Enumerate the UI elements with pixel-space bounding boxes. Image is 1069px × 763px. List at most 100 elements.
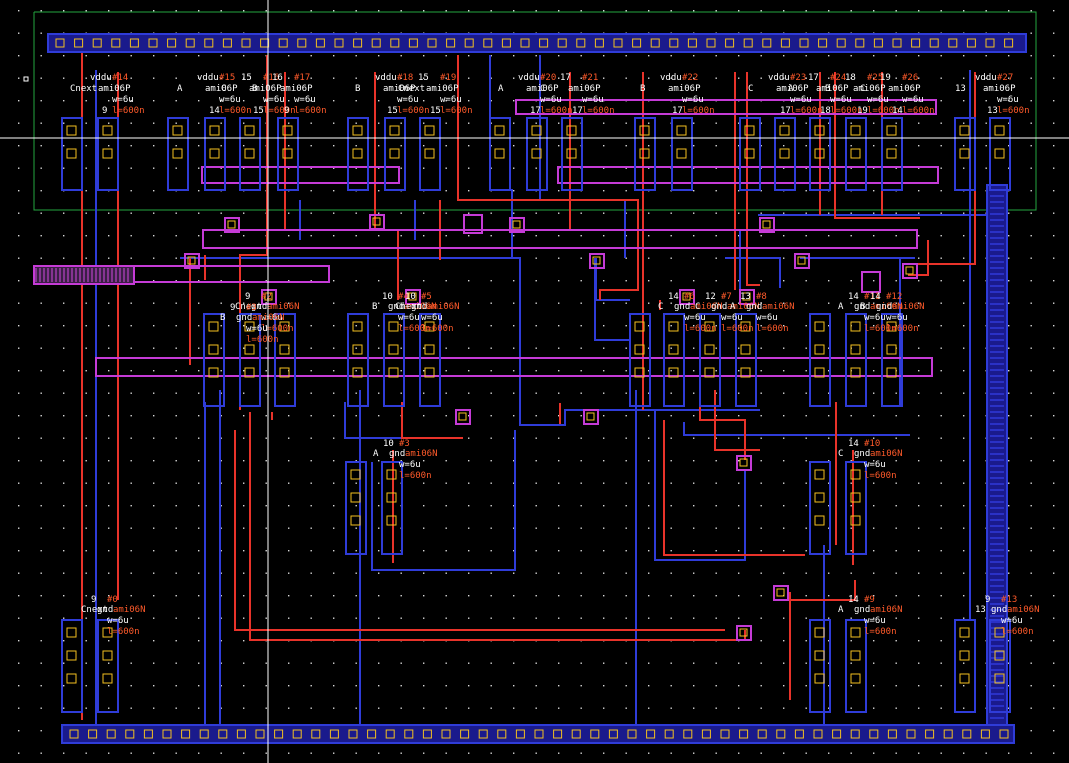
device-length-label: l=600n (440, 106, 473, 116)
grid-dot (468, 685, 470, 687)
via (261, 289, 277, 305)
grid-dot (670, 505, 672, 507)
device-id-label: #21 (582, 73, 598, 83)
diffusion-contact (352, 367, 363, 378)
grid-dot (535, 505, 537, 507)
grid-dot (985, 10, 987, 12)
device-net-label: 16 (272, 73, 283, 83)
grid-dot (378, 482, 380, 484)
grid-dot (873, 640, 875, 642)
grid-dot (918, 77, 920, 79)
grid-dot (940, 595, 942, 597)
device-net-label: 10 (383, 439, 394, 449)
grid-dot (1008, 370, 1010, 372)
grid-dot (63, 122, 65, 124)
device-model-label: ami06P (668, 84, 701, 94)
rail-contact (353, 38, 363, 48)
grid-dot (243, 415, 245, 417)
device-id-label: #6 (684, 292, 695, 302)
grid-dot (603, 595, 605, 597)
grid-dot (693, 77, 695, 79)
grid-dot (738, 302, 740, 304)
grid-dot (265, 707, 267, 709)
grid-dot (670, 752, 672, 754)
diffusion-contact (66, 125, 77, 136)
rail-contact (148, 38, 158, 48)
grid-dot (828, 347, 830, 349)
device-gate-label: C (540, 84, 545, 94)
grid-dot (873, 482, 875, 484)
grid-dot (63, 685, 65, 687)
pmos-active (239, 117, 261, 191)
grid-dot (490, 460, 492, 462)
grid-dot (670, 55, 672, 57)
grid-dot (760, 662, 762, 664)
grid-dot (490, 392, 492, 394)
grid-dot (895, 685, 897, 687)
grid-dot (715, 257, 717, 259)
nmos-active (419, 313, 441, 407)
poly-wire (775, 580, 856, 601)
grid-dot (558, 527, 560, 529)
diffusion-contact (389, 125, 400, 136)
device-source-label: gnd (251, 302, 267, 312)
grid-dot (310, 752, 312, 754)
grid-dot (108, 527, 110, 529)
grid-dot (1053, 550, 1055, 552)
grid-dot (805, 77, 807, 79)
grid-dot (648, 280, 650, 282)
grid-dot (333, 145, 335, 147)
diffusion-contact (814, 627, 825, 638)
device-drain-label: 19 (857, 106, 868, 116)
grid-dot (715, 77, 717, 79)
grid-dot (85, 347, 87, 349)
grid-dot (1008, 752, 1010, 754)
grid-dot (783, 122, 785, 124)
rail-contact (948, 38, 958, 48)
grid-dot (355, 707, 357, 709)
nmos-active (845, 313, 867, 407)
grid-dot (198, 347, 200, 349)
grid-dot (873, 752, 875, 754)
grid-dot (940, 347, 942, 349)
grid-dot (175, 77, 177, 79)
diffusion-contact (744, 125, 755, 136)
grid-dot (265, 370, 267, 372)
grid-dot (513, 595, 515, 597)
grid-dot (670, 235, 672, 237)
device-gate-label: C (748, 84, 753, 94)
grid-dot (310, 77, 312, 79)
diffusion-contact (634, 321, 645, 332)
grid-dot (288, 707, 290, 709)
grid-dot (1030, 437, 1032, 439)
rail-contact (334, 38, 344, 48)
grid-dot (783, 167, 785, 169)
grid-dot (783, 685, 785, 687)
grid-dot (355, 10, 357, 12)
grid-dot (603, 55, 605, 57)
grid-dot (535, 145, 537, 147)
grid-dot (355, 77, 357, 79)
diffusion-contact (886, 148, 897, 159)
grid-dot (18, 662, 20, 664)
device-gate-label: C (695, 302, 700, 312)
grid-dot (333, 235, 335, 237)
rail-contact (218, 729, 228, 739)
grid-dot (198, 595, 200, 597)
grid-dot (715, 460, 717, 462)
grid-dot (1030, 32, 1032, 34)
grid-dot (1008, 77, 1010, 79)
diffusion-contact (886, 344, 897, 355)
grid-dot (243, 212, 245, 214)
grid-dot (490, 617, 492, 619)
grid-dot (490, 122, 492, 124)
grid-dot (693, 505, 695, 507)
device-gate-label: A (177, 84, 183, 94)
grid-dot (625, 167, 627, 169)
grid-dot (63, 550, 65, 552)
grid-dot (175, 415, 177, 417)
diffusion-contact (424, 344, 435, 355)
grid-dot (265, 505, 267, 507)
grid-dot (873, 302, 875, 304)
